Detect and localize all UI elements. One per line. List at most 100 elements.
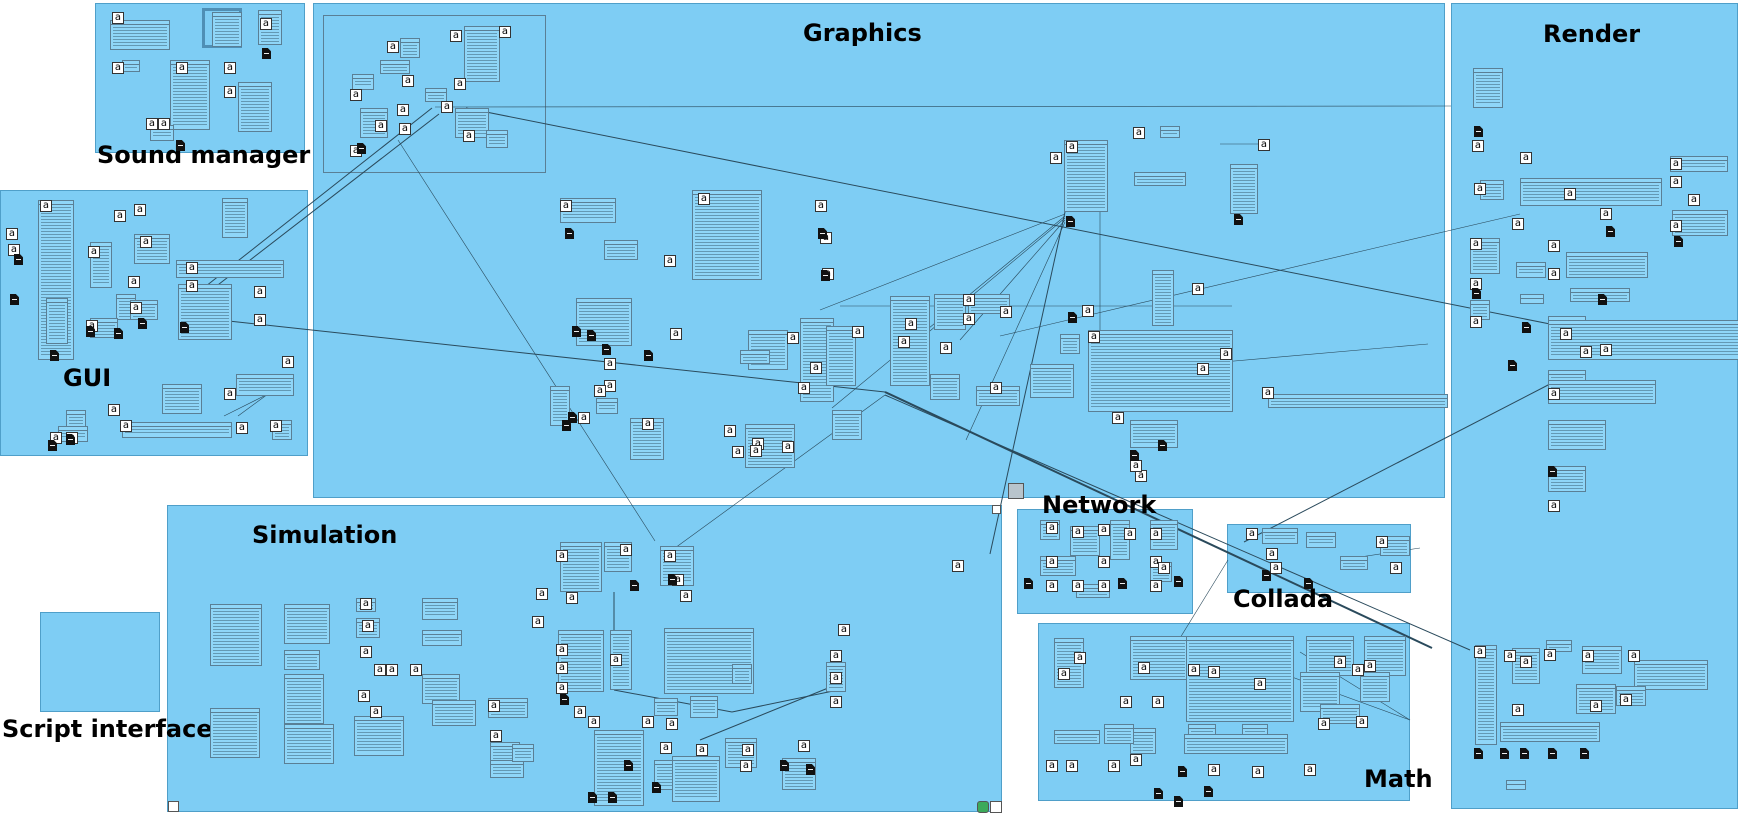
uml-class-box[interactable]	[1054, 730, 1100, 744]
uml-class-box[interactable]	[826, 326, 856, 386]
class-a-icon[interactable]: a	[1192, 283, 1204, 295]
class-a-icon[interactable]: a	[140, 236, 152, 248]
uml-class-box[interactable]	[1306, 636, 1354, 676]
class-a-icon[interactable]: a	[1620, 694, 1632, 706]
class-a-icon[interactable]: a	[1112, 412, 1124, 424]
uml-class-box[interactable]	[422, 598, 458, 620]
class-a-icon[interactable]: a	[620, 544, 632, 556]
class-a-icon[interactable]: a	[1150, 528, 1162, 540]
uml-class-box[interactable]	[1130, 636, 1188, 680]
class-a-icon[interactable]: a	[664, 255, 676, 267]
uml-class-box[interactable]	[1268, 394, 1448, 408]
uml-class-box[interactable]	[1184, 734, 1288, 754]
class-a-icon[interactable]: a	[1670, 158, 1682, 170]
uml-class-box[interactable]	[1475, 645, 1497, 745]
document-icon[interactable]	[572, 326, 581, 337]
class-a-icon[interactable]: a	[374, 664, 386, 676]
class-a-icon[interactable]: a	[1548, 388, 1560, 400]
document-icon[interactable]	[588, 792, 597, 803]
class-a-icon[interactable]: a	[1504, 650, 1516, 662]
class-a-icon[interactable]: a	[724, 425, 736, 437]
uml-class-box[interactable]	[1670, 156, 1728, 172]
class-a-icon[interactable]: a	[399, 123, 411, 135]
class-a-icon[interactable]: a	[1334, 656, 1346, 668]
document-icon[interactable]	[176, 140, 185, 151]
uml-class-box[interactable]	[1088, 330, 1233, 412]
class-a-icon[interactable]: a	[1474, 646, 1486, 658]
document-icon[interactable]	[1024, 578, 1033, 589]
class-a-icon[interactable]: a	[360, 598, 372, 610]
document-icon[interactable]	[357, 143, 366, 154]
uml-class-box[interactable]	[1634, 660, 1708, 690]
document-icon[interactable]	[86, 326, 95, 337]
class-a-icon[interactable]: a	[1474, 183, 1486, 195]
class-a-icon[interactable]: a	[362, 620, 374, 632]
class-a-icon[interactable]: a	[1470, 316, 1482, 328]
class-a-icon[interactable]: a	[254, 286, 266, 298]
class-a-icon[interactable]: a	[1352, 664, 1364, 676]
uml-class-box[interactable]	[596, 398, 618, 414]
uml-class-box[interactable]	[1130, 728, 1156, 754]
class-a-icon[interactable]: a	[1252, 766, 1264, 778]
uml-class-box[interactable]	[284, 724, 334, 764]
document-icon[interactable]	[180, 322, 189, 333]
class-a-icon[interactable]: a	[1124, 528, 1136, 540]
document-icon[interactable]	[1598, 294, 1607, 305]
class-a-icon[interactable]: a	[1390, 562, 1402, 574]
class-a-icon[interactable]: a	[1066, 760, 1078, 772]
class-a-icon[interactable]: a	[852, 326, 864, 338]
uml-class-box[interactable]	[1320, 704, 1360, 724]
uml-class-box[interactable]	[1152, 270, 1174, 326]
document-icon[interactable]	[565, 228, 574, 239]
class-a-icon[interactable]: a	[224, 86, 236, 98]
document-icon[interactable]	[262, 48, 271, 59]
class-a-icon[interactable]: a	[594, 385, 606, 397]
class-a-icon[interactable]: a	[1046, 522, 1058, 534]
class-a-icon[interactable]: a	[838, 624, 850, 636]
uml-class-box[interactable]	[422, 630, 462, 646]
class-a-icon[interactable]: a	[1130, 460, 1142, 472]
document-icon[interactable]	[50, 350, 59, 361]
uml-class-box[interactable]	[1306, 532, 1336, 548]
class-a-icon[interactable]: a	[402, 75, 414, 87]
class-a-icon[interactable]: a	[236, 422, 248, 434]
class-a-icon[interactable]: a	[6, 228, 18, 240]
document-icon[interactable]	[1178, 766, 1187, 777]
class-a-icon[interactable]: a	[1046, 580, 1058, 592]
class-a-icon[interactable]: a	[610, 654, 622, 666]
uml-class-box[interactable]	[122, 422, 232, 438]
uml-class-box[interactable]	[930, 374, 960, 400]
uml-class-box[interactable]	[238, 82, 272, 132]
class-a-icon[interactable]: a	[254, 314, 266, 326]
uml-class-box[interactable]	[550, 386, 570, 426]
uml-class-box[interactable]	[1230, 164, 1258, 214]
uml-class-box[interactable]	[782, 758, 816, 790]
uml-class-box[interactable]	[176, 260, 284, 278]
class-a-icon[interactable]: a	[350, 89, 362, 101]
uml-class-box[interactable]	[352, 74, 374, 90]
class-a-icon[interactable]: a	[270, 420, 282, 432]
class-a-icon[interactable]: a	[940, 342, 952, 354]
class-a-icon[interactable]: a	[397, 104, 409, 116]
class-a-icon[interactable]: a	[1246, 528, 1258, 540]
uml-class-box[interactable]	[354, 716, 404, 756]
document-icon[interactable]	[560, 694, 569, 705]
uml-class-box[interactable]	[1520, 178, 1662, 206]
class-a-icon[interactable]: a	[358, 690, 370, 702]
uml-class-box[interactable]	[1262, 528, 1298, 544]
class-a-icon[interactable]: a	[1600, 208, 1612, 220]
uml-class-box[interactable]	[832, 410, 862, 440]
uml-class-box[interactable]	[1548, 466, 1586, 492]
document-icon[interactable]	[568, 412, 577, 423]
uml-class-box[interactable]	[490, 760, 524, 778]
class-a-icon[interactable]: a	[488, 700, 500, 712]
uml-class-box[interactable]	[46, 298, 68, 344]
uml-class-box[interactable]	[690, 696, 718, 718]
class-a-icon[interactable]: a	[499, 26, 511, 38]
document-icon[interactable]	[1508, 360, 1517, 371]
class-a-icon[interactable]: a	[1548, 240, 1560, 252]
class-a-icon[interactable]: a	[1688, 194, 1700, 206]
class-a-icon[interactable]: a	[963, 313, 975, 325]
class-a-icon[interactable]: a	[1197, 363, 1209, 375]
uml-class-box[interactable]	[236, 374, 294, 396]
